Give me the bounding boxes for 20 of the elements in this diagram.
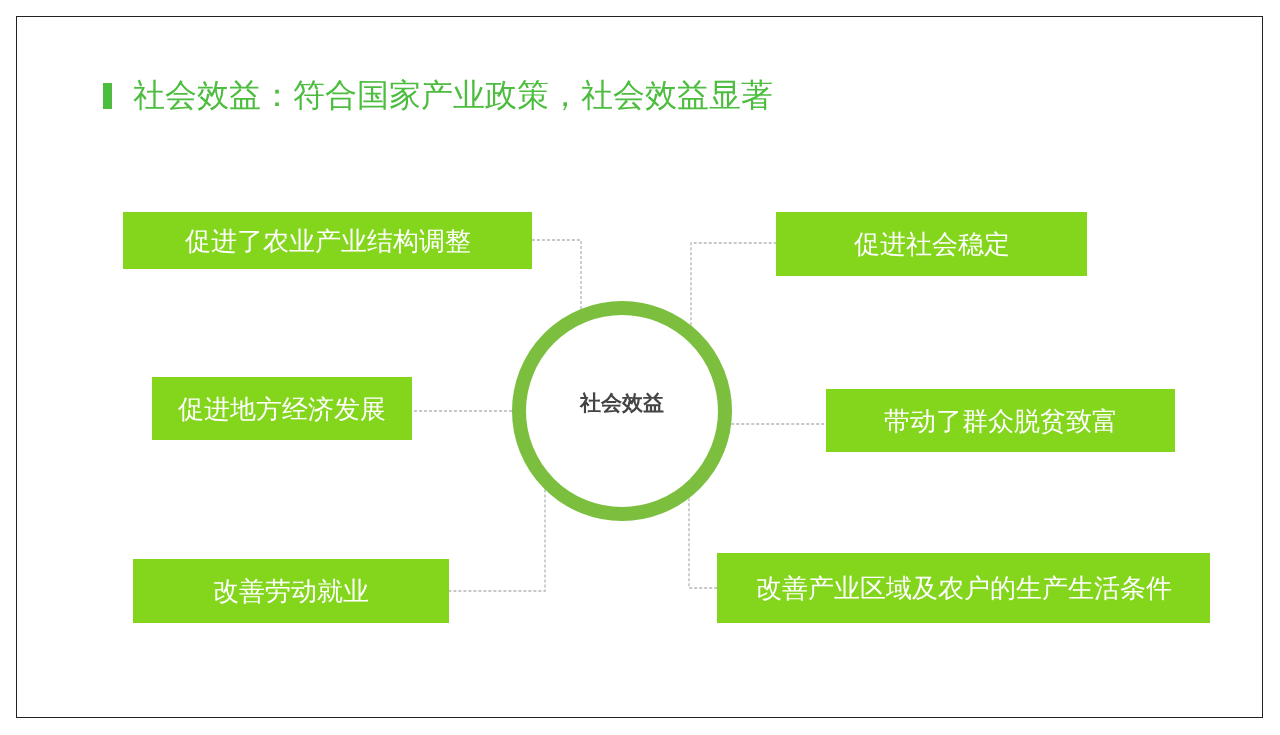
benefit-box: [776, 212, 1087, 276]
benefit-label: 改善产业区域及农户的生产生活条件: [755, 572, 1172, 604]
benefit-label: 促进社会稳定: [853, 228, 1010, 260]
dashed-connector: [531, 239, 582, 310]
benefit-box: [152, 377, 412, 440]
benefit-box: [123, 212, 532, 269]
benefit-label: 促进地方经济发展: [178, 392, 386, 425]
benefit-box: [717, 553, 1210, 623]
dashed-connector: [688, 497, 718, 589]
dashed-connector: [690, 242, 777, 326]
benefit-box: [826, 389, 1175, 452]
benefit-box: [133, 559, 449, 623]
dashed-connector: [730, 423, 827, 425]
slide-title: 社会效益：符合国家产业政策，社会效益显著: [133, 75, 773, 116]
benefit-label: 改善劳动就业: [213, 575, 369, 607]
benefit-label: 带动了群众脱贫致富: [883, 404, 1118, 437]
dashed-connector: [411, 410, 513, 412]
benefit-label: 促进了农业产业结构调整: [184, 224, 471, 257]
dashed-connector: [448, 488, 546, 592]
hub-label: 社会效益: [580, 390, 664, 417]
